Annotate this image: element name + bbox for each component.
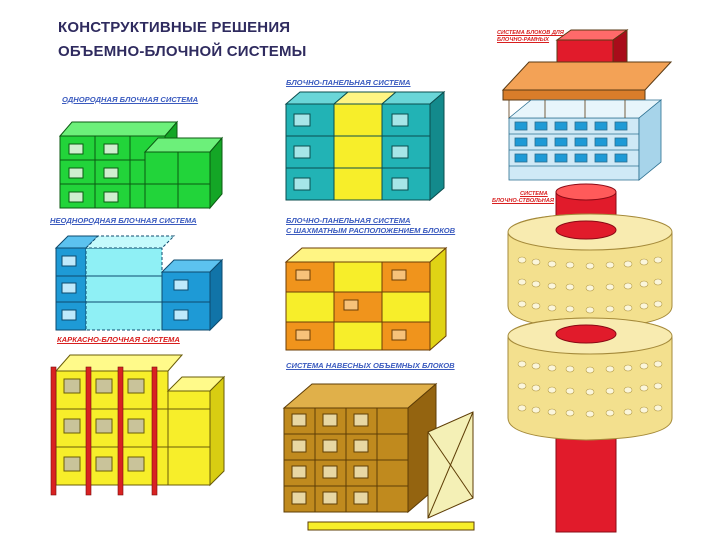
label-block-frame-line-1: СИСТЕМА БЛОКОВ ДЛЯ [497, 30, 564, 36]
label-barrel-system-line-2: БЛОЧНО-СТВОЛЬНАЯ [492, 198, 554, 204]
building-columns [508, 100, 626, 118]
cyan-blue-stack [54, 235, 224, 332]
label-block-panel-checker-line-2: С ШАХМАТНЫМ РАСПОЛОЖЕНИЕМ БЛОКОВ [286, 226, 456, 235]
page-title-line-2: ОБЪЕМНО-БЛОЧНОЙ СИСТЕМЫ [58, 43, 307, 60]
tower-windows [517, 256, 663, 418]
heterogeneous-block-illustration [54, 235, 224, 332]
block-frame-building-illustration [501, 29, 673, 181]
label-block-panel-system: БЛОЧНО-ПАНЕЛЬНАЯ СИСТЕМА [286, 78, 411, 87]
building-facade [507, 99, 663, 181]
tower-upper-ring [507, 213, 673, 329]
homogeneous-block-illustration [58, 120, 224, 210]
teal-yellow-stack [284, 90, 446, 202]
page-title: КОНСТРУКТИВНЫЕ РЕШЕНИЯ ОБЪЕМНО-БЛОЧНОЙ С… [58, 16, 307, 64]
brown-block-stack [282, 382, 475, 531]
frame-block-illustration [50, 354, 226, 496]
block-barrel-tower-illustration [507, 183, 673, 533]
label-block-panel-checker-line-1: БЛОЧНО-ПАНЕЛЬНАЯ СИСТЕМА [286, 216, 411, 225]
label-frame-block-system: КАРКАСНО-БЛОЧНАЯ СИСТЕМА [57, 335, 180, 344]
green-block-stack [58, 120, 224, 210]
hanging-blocks-illustration [282, 382, 475, 531]
block-panel-checker-illustration [284, 246, 448, 352]
label-block-frame-line-2: БЛОЧНО-РАМНЫХ [497, 37, 550, 43]
red-frame-columns [50, 366, 158, 496]
orange-yellow-stack [284, 246, 448, 352]
page-title-line-1: КОНСТРУКТИВНЫЕ РЕШЕНИЯ [58, 19, 291, 36]
label-barrel-system-line-1: СИСТЕМА [520, 191, 548, 197]
building-roof-and-top [501, 29, 673, 101]
label-hanging-blocks-system: СИСТЕМА НАВЕСНЫХ ОБЪЕМНЫХ БЛОКОВ [286, 361, 455, 370]
label-homogeneous-system: ОДНОРОДНАЯ БЛОЧНАЯ СИСТЕМА [62, 95, 199, 104]
block-panel-illustration [284, 90, 446, 202]
tower-lower-ring [507, 317, 673, 441]
yellow-frame-stack [54, 354, 226, 487]
label-heterogeneous-system: НЕОДНОРОДНАЯ БЛОЧНАЯ СИСТЕМА [50, 216, 197, 225]
